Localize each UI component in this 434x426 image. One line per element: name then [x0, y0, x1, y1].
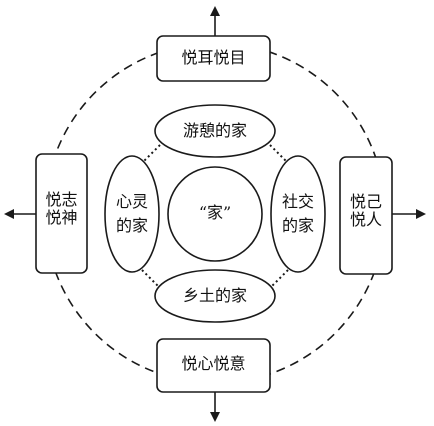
left-ellipse-label: 心灵 的家 — [105, 192, 159, 236]
top-ellipse — [154, 104, 276, 158]
left-ellipse-label-line2: 的家 — [115, 216, 148, 236]
right-ellipse-label-line1: 社交 — [281, 192, 314, 211]
bottom-box-label: 悦心悦意 — [181, 354, 246, 373]
left-box-label-line2: 悦神 — [45, 208, 78, 228]
right-ellipse-label: 社交 的家 — [271, 192, 325, 236]
center-circle — [167, 166, 263, 262]
dotted-connector-bottom-right — [269, 269, 289, 289]
right-box-label-line1: 悦己 — [349, 192, 382, 211]
left-ellipse — [104, 155, 160, 273]
left-box-label-line1: 悦志 — [45, 190, 78, 209]
right-box — [339, 156, 393, 275]
top-box — [156, 35, 271, 82]
right-ellipse — [270, 155, 326, 273]
right-box-label: 悦己 悦人 — [340, 192, 392, 230]
dotted-connector-top-right — [269, 144, 289, 164]
left-box — [35, 153, 88, 274]
top-box-label: 悦耳悦目 — [181, 48, 246, 67]
left-ellipse-label-line1: 心灵 — [115, 192, 148, 211]
bottom-ellipse — [154, 269, 276, 323]
bottom-ellipse-label: 乡土的家 — [182, 286, 247, 305]
right-ellipse-label-line2: 的家 — [281, 216, 314, 236]
dotted-connector-top-left — [141, 144, 161, 164]
left-box-label: 悦志 悦神 — [36, 190, 87, 228]
right-box-label-line2: 悦人 — [349, 210, 382, 230]
dotted-connector-bottom-left — [141, 269, 161, 289]
bottom-box — [156, 338, 271, 393]
top-ellipse-label: 游憩的家 — [182, 121, 247, 140]
center-label: “家” — [198, 203, 232, 222]
